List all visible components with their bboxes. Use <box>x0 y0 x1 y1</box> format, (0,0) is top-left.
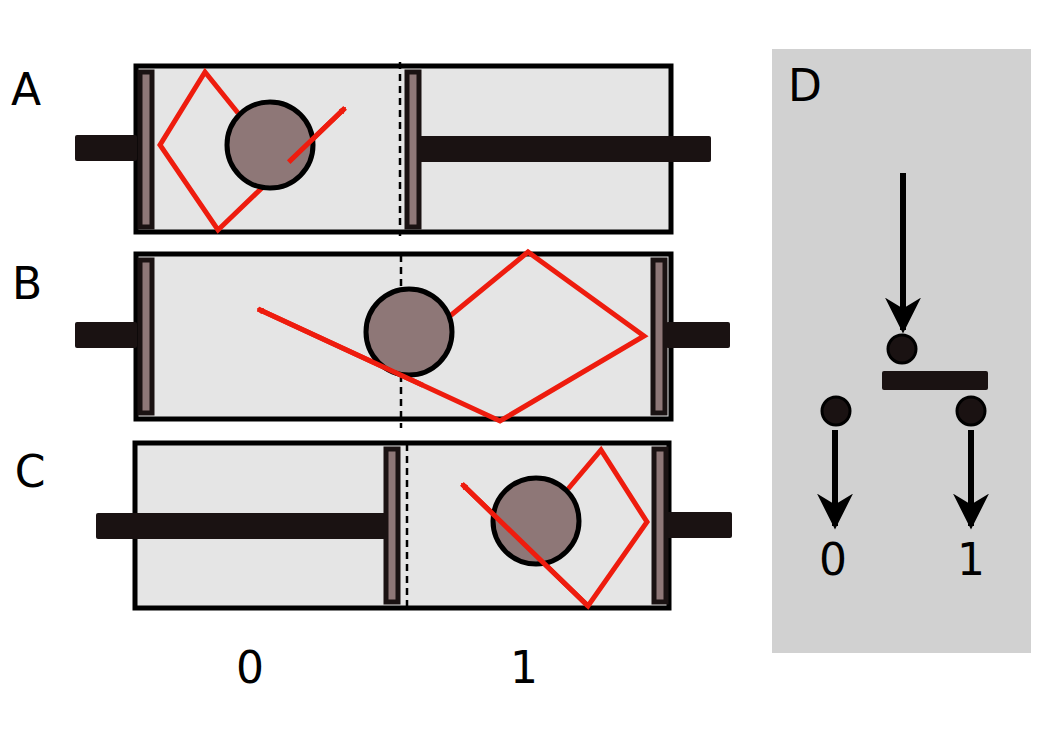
panel-d <box>772 49 1031 653</box>
bit-label: 1 <box>957 538 985 582</box>
bit-label: 1 <box>510 646 538 690</box>
panel-letter: B <box>12 262 42 306</box>
cylinder-c <box>96 443 732 612</box>
panel-letter: A <box>11 68 41 112</box>
cylinder-b <box>75 252 730 428</box>
panel-letter: D <box>788 64 822 108</box>
bit-label: 0 <box>819 538 847 582</box>
bit-label: 0 <box>236 646 264 690</box>
cylinder-a <box>75 62 711 236</box>
panel-letter: C <box>15 450 46 494</box>
